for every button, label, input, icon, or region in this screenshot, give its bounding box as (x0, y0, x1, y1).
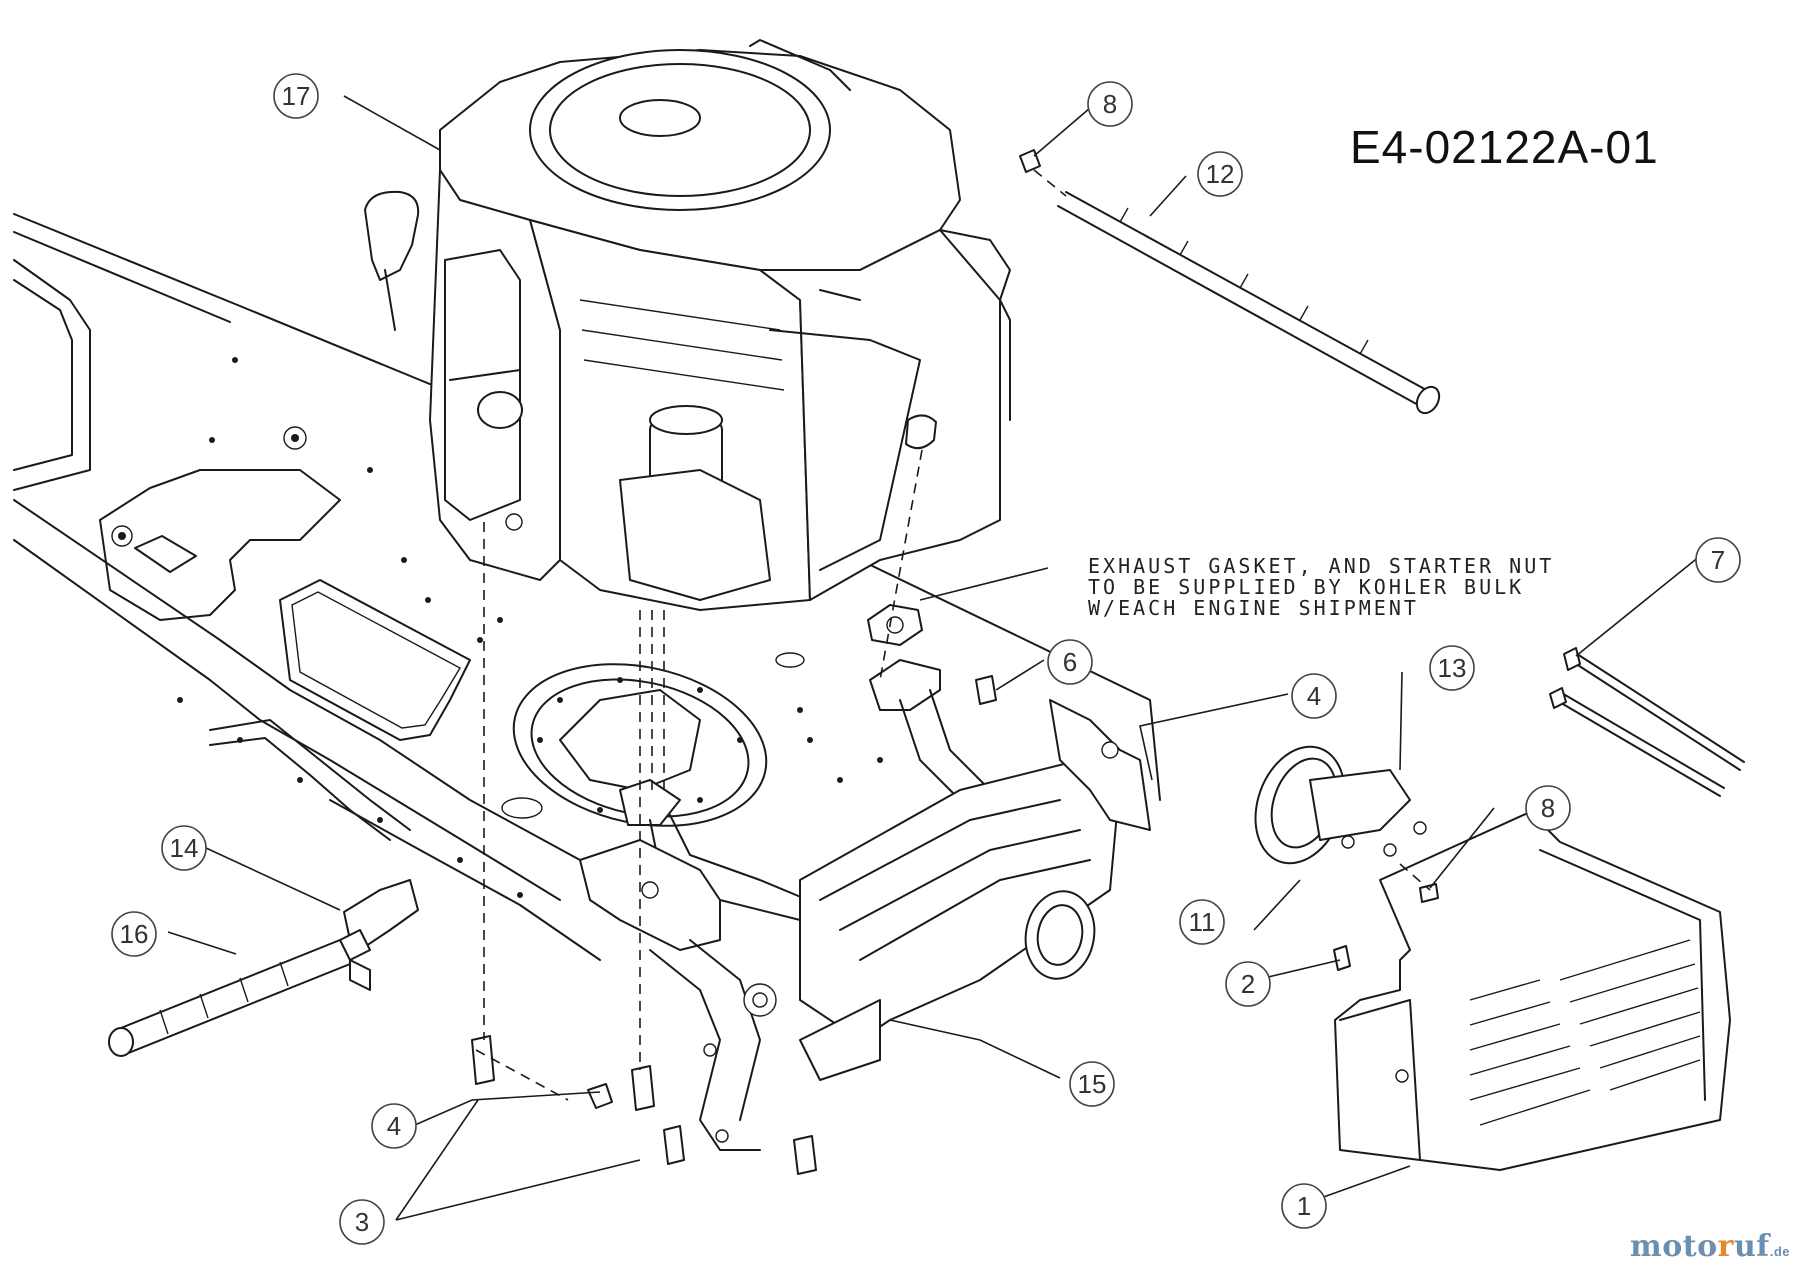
lower-bracket (649, 939, 881, 1151)
callout-2: 2 (1225, 961, 1271, 1007)
callout-6: 6 (1047, 639, 1093, 685)
svg-text:1: 1 (1297, 1191, 1311, 1221)
muffler-bracket (579, 699, 1151, 951)
svg-text:16: 16 (120, 919, 149, 949)
watermark-part: r (1717, 1229, 1734, 1264)
cable-ties (1549, 647, 1745, 797)
svg-text:8: 8 (1541, 793, 1555, 823)
fuel-hose-filter (108, 879, 419, 1057)
heat-shield (1334, 811, 1731, 1171)
svg-text:8: 8 (1103, 89, 1117, 119)
svg-text:13: 13 (1438, 653, 1467, 683)
callout-11: 11 (1179, 899, 1225, 945)
muffler (799, 759, 1121, 1041)
callout-15: 15 (1069, 1061, 1115, 1107)
callout-8-right: 8 (1525, 785, 1571, 831)
assembly-lines (475, 169, 1431, 1101)
engine (364, 39, 1011, 611)
watermark-part: uf (1733, 1229, 1770, 1264)
callout-3: 3 (339, 1199, 385, 1245)
callout-17: 17 (273, 73, 319, 119)
svg-text:14: 14 (170, 833, 199, 863)
svg-text:4: 4 (387, 1111, 401, 1141)
svg-text:15: 15 (1078, 1069, 1107, 1099)
callout-16: 16 (111, 911, 157, 957)
callout-7: 7 (1695, 537, 1741, 583)
supply-note-line: TO BE SUPPLIED BY KOHLER BULK (1088, 575, 1525, 599)
supply-note-line: W/EACH ENGINE SHIPMENT (1088, 596, 1419, 620)
callout-bubbles: 17 8 12 7 6 4 13 8 (111, 73, 1741, 1245)
svg-text:3: 3 (355, 1207, 369, 1237)
svg-text:7: 7 (1711, 545, 1725, 575)
heat-shield-louvers (1469, 939, 1701, 1126)
callout-13: 13 (1429, 645, 1475, 691)
exhaust-gasket (867, 604, 923, 646)
watermark-tld: .de (1769, 1244, 1790, 1259)
svg-text:2: 2 (1241, 969, 1255, 999)
watermark-logo: motoruf.de (1630, 1229, 1790, 1264)
exhaust-pipe (619, 659, 1031, 921)
callout-4-right: 4 (1291, 673, 1337, 719)
fasteners (471, 149, 1439, 1175)
fuel-line (1057, 191, 1441, 415)
spark-arrestor (1254, 745, 1427, 865)
frame-plate (13, 213, 1161, 961)
watermark-part: moto (1630, 1229, 1718, 1264)
svg-text:17: 17 (282, 81, 311, 111)
callout-12: 12 (1197, 151, 1243, 197)
callout-14: 14 (161, 825, 207, 871)
callout-8-top: 8 (1087, 81, 1133, 127)
callout-1: 1 (1281, 1183, 1327, 1229)
supply-note-line: EXHAUST GASKET, AND STARTER NUT (1088, 554, 1555, 578)
svg-text:4: 4 (1307, 681, 1321, 711)
svg-text:11: 11 (1189, 907, 1216, 937)
svg-text:6: 6 (1063, 647, 1077, 677)
diagram-code: E4-02122A-01 (1350, 121, 1659, 173)
callout-4-left: 4 (371, 1103, 417, 1149)
callout-leaders (167, 95, 1701, 1221)
svg-text:12: 12 (1206, 159, 1235, 189)
